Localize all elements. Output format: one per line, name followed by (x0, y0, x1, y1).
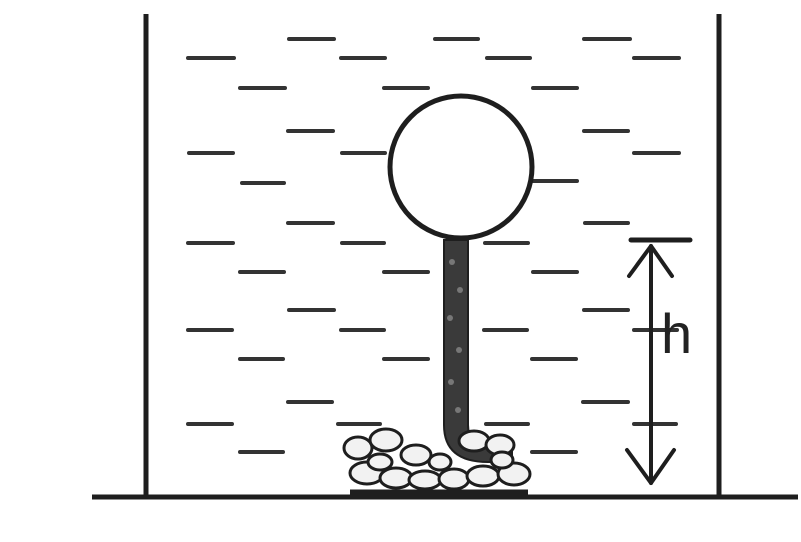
water-surface-marks (186, 37, 681, 454)
height-arrow-head-top (627, 244, 674, 278)
string (443, 239, 513, 463)
container-walls (143, 14, 722, 497)
floating-ball (387, 93, 535, 241)
stone-pile (342, 427, 532, 491)
string-texture (447, 259, 463, 413)
height-arrow (625, 237, 693, 485)
height-arrow-head-bottom (625, 448, 676, 485)
height-label: h (661, 302, 693, 365)
